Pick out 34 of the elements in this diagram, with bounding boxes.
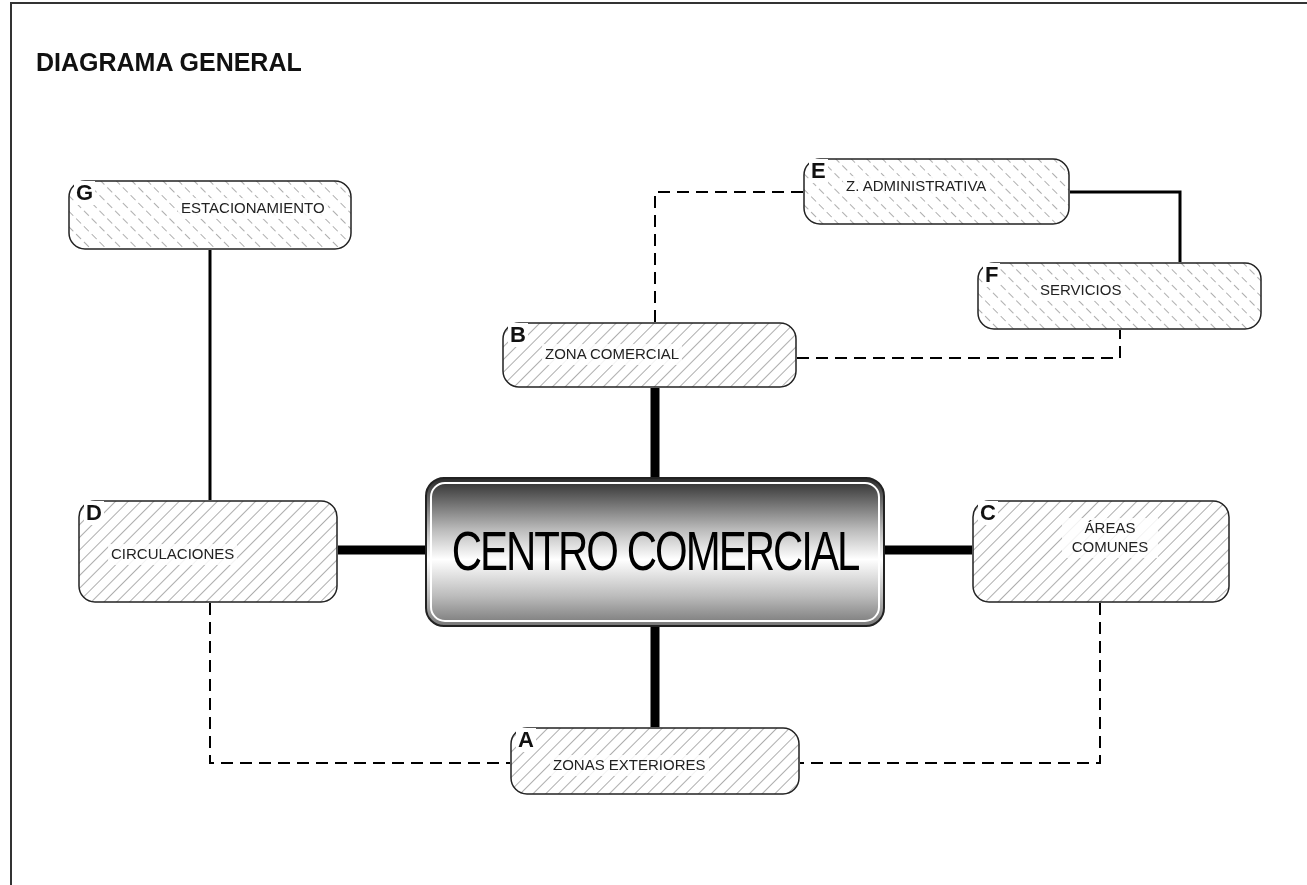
diagram-title: DIAGRAMA GENERAL xyxy=(36,48,302,77)
node-label: ZONAS EXTERIORES xyxy=(550,755,709,776)
zone-letter: D xyxy=(84,501,104,526)
node-label: CIRCULACIONES xyxy=(108,544,238,565)
zone-box xyxy=(68,180,352,250)
zone-box xyxy=(803,158,1070,225)
node-label: ESTACIONAMIENTO xyxy=(178,198,328,219)
node-label: ÁREAS COMUNES xyxy=(1062,518,1158,558)
zone-box xyxy=(972,500,1230,603)
zone-box xyxy=(78,500,338,603)
zone-letter: B xyxy=(508,323,528,348)
node-label: SERVICIOS xyxy=(1037,280,1125,301)
zone-box xyxy=(502,322,797,388)
node-label: ZONA COMERCIAL xyxy=(542,344,683,365)
zone-letter: E xyxy=(809,159,828,184)
zone-box xyxy=(510,727,800,795)
connector xyxy=(338,545,425,555)
connector xyxy=(1070,190,1182,262)
dashed-connector xyxy=(209,602,511,764)
connector xyxy=(650,388,660,477)
zone-box xyxy=(977,262,1262,330)
connector xyxy=(885,545,972,555)
zone-letter: C xyxy=(978,501,998,526)
connector xyxy=(650,627,660,727)
connector xyxy=(208,250,212,500)
node-label: Z. ADMINISTRATIVA xyxy=(843,176,990,197)
dashed-connector xyxy=(799,602,1101,764)
dashed-connector xyxy=(796,329,1121,359)
main-box xyxy=(425,477,885,627)
zone-letter: A xyxy=(516,728,536,753)
zone-letter: F xyxy=(983,263,1001,288)
dashed-connector xyxy=(654,191,804,323)
zone-letter: G xyxy=(74,181,96,206)
node-label: CENTRO COMERCIAL xyxy=(450,520,860,584)
